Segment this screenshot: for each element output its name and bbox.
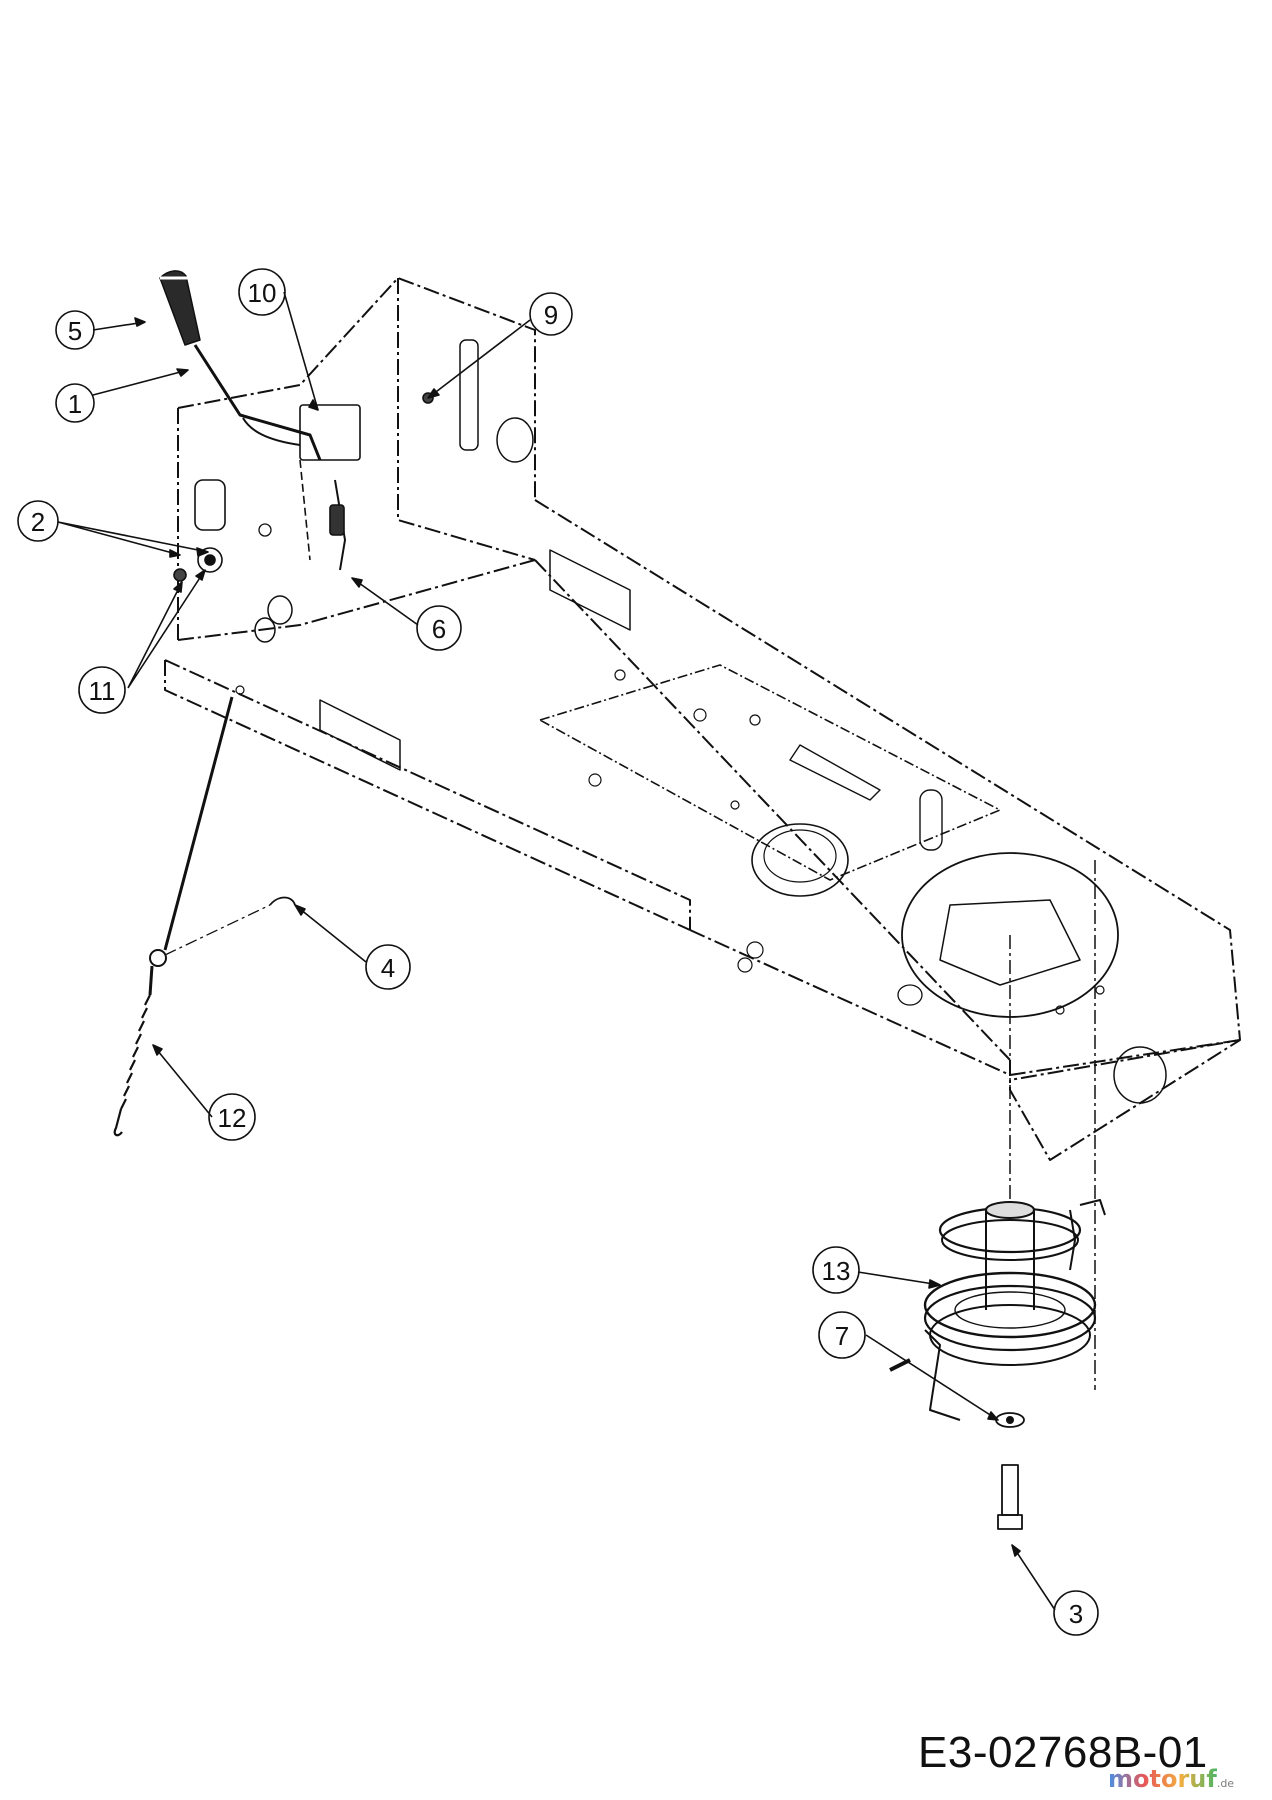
watermark-suffix: .de bbox=[1216, 1777, 1235, 1790]
tractor-frame bbox=[164, 277, 1241, 1390]
lever-bracket-parts bbox=[173, 392, 434, 582]
callout-3: 3 bbox=[1069, 1599, 1083, 1629]
rod-and-spring bbox=[113, 696, 296, 1137]
callout-4: 4 bbox=[381, 953, 395, 983]
callout-12: 12 bbox=[218, 1103, 247, 1133]
callout-2: 2 bbox=[31, 507, 45, 537]
document-code: E3-02768B-01 bbox=[918, 1728, 1208, 1777]
callout-13: 13 bbox=[822, 1256, 851, 1286]
watermark-logo: motoruf.de bbox=[1108, 1765, 1234, 1793]
lever-assembly bbox=[159, 270, 322, 461]
callout-6: 6 bbox=[432, 614, 446, 644]
callout-11: 11 bbox=[89, 676, 116, 706]
callout-7: 7 bbox=[835, 1321, 849, 1351]
callout-1: 1 bbox=[68, 389, 82, 419]
callout-10: 10 bbox=[248, 278, 277, 308]
callout-9: 9 bbox=[544, 300, 558, 330]
pulley-assembly bbox=[889, 1199, 1106, 1530]
watermark-text: motoruf bbox=[1108, 1765, 1217, 1793]
callout-5: 5 bbox=[68, 316, 82, 346]
